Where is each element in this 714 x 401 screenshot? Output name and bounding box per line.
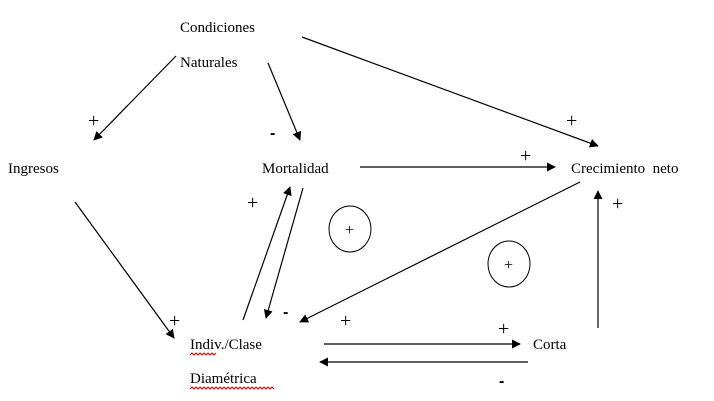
edge-condiciones-ingresos [93, 55, 177, 141]
polarity-ingresos-indiv: + [169, 310, 180, 332]
polarity-condiciones-ingresos: + [88, 110, 99, 132]
edge-ingresos-indiv [74, 201, 175, 339]
node-condiciones-line1: Condiciones [180, 20, 255, 36]
loop-marker-2 [487, 240, 531, 288]
polarity-corta-indiv: - [499, 373, 504, 390]
node-indiv-line1: Indiv./Clase [190, 337, 262, 353]
node-condiciones-line2: Naturales [180, 55, 238, 71]
polarity-crecimiento-indiv: + [340, 310, 351, 332]
edge-condiciones-mortalidad [267, 62, 302, 141]
node-mortalidad: Mortalidad [262, 161, 329, 177]
edge-indiv-mortalidad [242, 186, 292, 321]
node-corta: Corta [533, 337, 567, 353]
edge-mortalidad-indiv [263, 187, 304, 319]
polarity-condiciones-crecimiento: + [566, 110, 577, 132]
polarity-mortalidad-crecimiento: + [520, 145, 531, 167]
node-ingresos: Ingresos [8, 161, 59, 177]
spellcheck-underline-diametrica [189, 386, 275, 390]
polarity-indiv-mortalidad: + [247, 192, 258, 214]
loop-1-polarity: + [345, 222, 354, 239]
edge-crecimiento-indiv [299, 181, 581, 323]
edge-condiciones-crecimiento [301, 36, 599, 148]
polarity-mortalidad-indiv: - [283, 304, 288, 321]
loop-marker-1 [328, 205, 372, 253]
node-crecimiento: Crecimiento neto [571, 161, 678, 177]
polarity-corta-crecimiento: + [612, 193, 623, 215]
polarity-indiv-corta: + [498, 318, 509, 340]
loop-2-polarity: + [504, 257, 513, 274]
spellcheck-underline-indiv [189, 352, 217, 356]
polarity-condiciones-mortalidad: - [270, 125, 275, 142]
node-indiv-line2: Diamétrica [190, 371, 257, 387]
